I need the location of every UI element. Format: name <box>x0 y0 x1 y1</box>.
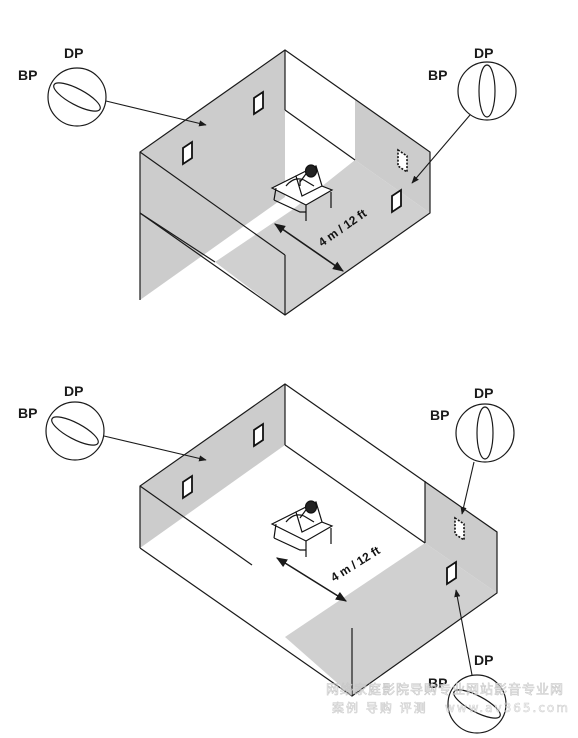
watermark: 网络家庭影院导购专业网站影音专业网 案例 导购 评测 www.av365.com <box>326 682 570 716</box>
watermark-line2: 案例 导购 评测 <box>332 700 428 715</box>
polar-callout-bottom-right-lower: DP BP <box>428 589 507 734</box>
speaker-bottom-left-wall-1 <box>182 474 193 500</box>
room-bottom-outline <box>139 383 498 697</box>
room-bottom-left-wall <box>140 384 285 548</box>
polar-callout-bottom-right-upper: DP BP <box>430 385 515 515</box>
bp-label-top-left: BP <box>18 67 37 83</box>
dp-label-top-right: DP <box>474 45 493 61</box>
bp-label-bottom-right-upper: BP <box>430 407 449 423</box>
room-top-left-wall <box>140 50 285 300</box>
listener-chair-top <box>270 164 334 221</box>
bp-label-bottom-right-lower: BP <box>428 675 447 691</box>
speaker-bottom-right-wall-1 <box>454 516 465 542</box>
speaker-top-right-wall-2 <box>391 188 402 214</box>
room-top-outline <box>139 49 431 316</box>
bp-label-bottom-left: BP <box>18 405 37 421</box>
watermark-url: www.av365.com <box>445 701 570 715</box>
bp-label-top-right: BP <box>428 67 447 83</box>
distance-arrow-top <box>274 223 344 272</box>
polar-callout-top-right: DP BP <box>411 45 517 184</box>
speaker-bottom-right-wall-2 <box>446 560 457 586</box>
watermark-line1: 网络家庭影院导购专业网站影音专业网 <box>326 682 564 698</box>
distance-arrow-bottom <box>276 557 347 602</box>
listener-chair-bottom <box>270 500 334 557</box>
polar-callout-bottom-left: DP BP <box>18 383 207 462</box>
speaker-bottom-left-wall-2 <box>253 422 264 448</box>
dp-label-bottom-left: DP <box>64 383 83 399</box>
room-top: 4 m / 12 ft DP BP DP BP <box>18 45 517 316</box>
speaker-top-left-wall-1 <box>182 140 193 166</box>
room-bottom-floor-shade <box>285 543 497 696</box>
dp-label-bottom-right-upper: DP <box>474 385 493 401</box>
speaker-top-right-wall-1 <box>397 148 408 174</box>
dp-label-bottom-right-lower: DP <box>474 652 493 668</box>
speaker-top-left-wall-2 <box>253 90 264 116</box>
dp-label-top-left: DP <box>64 45 83 61</box>
polar-callout-top-left: DP BP <box>18 45 207 127</box>
room-bottom: 4 m / 12 ft DP BP DP BP DP BP <box>18 383 515 734</box>
room-top-right-wall-shade <box>355 100 430 213</box>
